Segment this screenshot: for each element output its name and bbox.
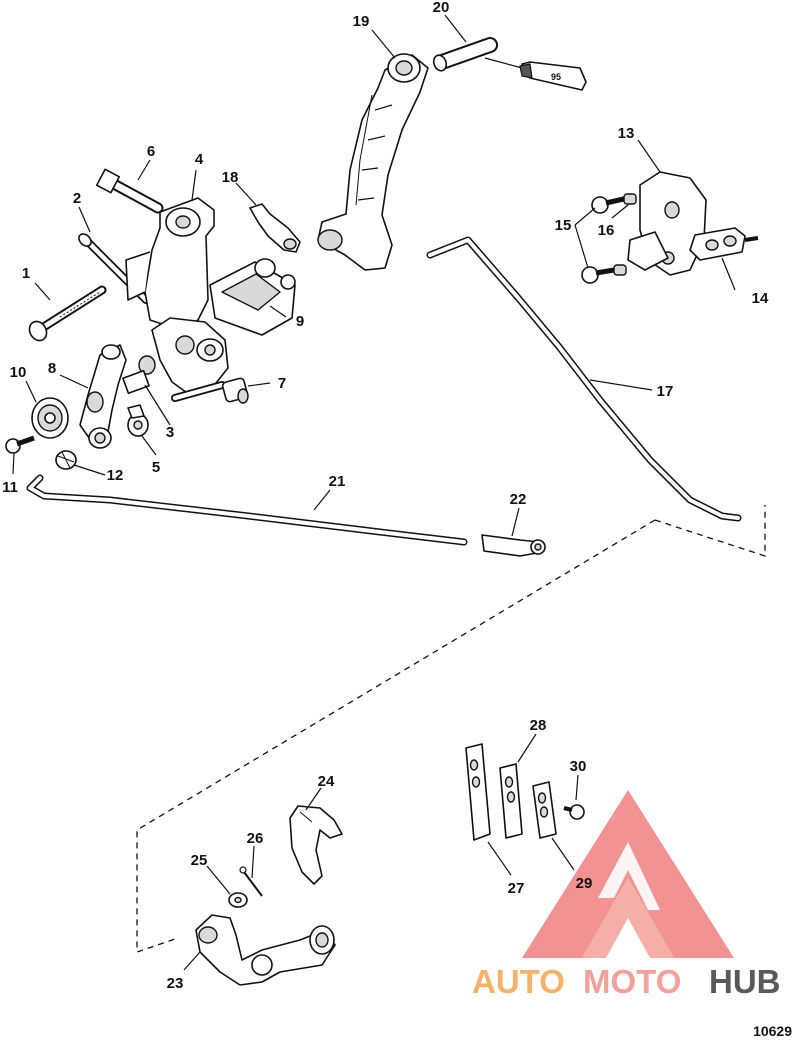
part-lever-8 — [79, 344, 127, 449]
callout-30: 30 — [570, 758, 587, 775]
part-screw-30 — [563, 804, 585, 820]
callout-11: 11 — [2, 479, 18, 496]
part-shim-28 — [499, 763, 523, 839]
part-nut-5 — [127, 404, 149, 437]
watermark-moto: MOTO — [583, 963, 681, 1000]
callout-20: 20 — [433, 0, 450, 16]
leader-lines — [12, 14, 736, 971]
callout-26: 26 — [247, 830, 264, 847]
callout-22: 22 — [510, 491, 527, 508]
callout-27: 27 — [508, 880, 525, 897]
dashed-connection-line-right — [654, 505, 766, 557]
callout-16: 16 — [598, 222, 615, 239]
part-pin-20 — [432, 37, 498, 72]
callout-28: 28 — [530, 717, 547, 734]
part-bolt-6 — [95, 168, 164, 214]
callout-12: 12 — [107, 467, 124, 484]
part-pin-7 — [171, 377, 249, 404]
part-clip-18 — [249, 203, 301, 253]
part-lever-23 — [195, 914, 336, 986]
watermark-hub: HUB — [709, 963, 781, 1000]
callout-9: 9 — [296, 313, 304, 330]
callout-29: 29 — [576, 875, 593, 892]
callout-10: 10 — [10, 364, 27, 381]
watermark-triangle-shape — [522, 790, 734, 958]
callout-23: 23 — [167, 975, 184, 992]
dashed-connection-line — [136, 519, 656, 953]
callout-6: 6 — [147, 143, 155, 160]
part-bushings-16 — [613, 193, 637, 276]
callout-7: 7 — [278, 375, 286, 392]
part-pin-26 — [239, 866, 263, 897]
figure-number: 10629 — [753, 1023, 792, 1039]
part-bushing-3 — [122, 355, 156, 395]
part-arm-19 — [317, 53, 429, 271]
part-rod-21 — [26, 474, 468, 546]
callout-4: 4 — [195, 151, 204, 168]
callout-5: 5 — [152, 459, 160, 476]
callout-21: 21 — [329, 473, 346, 490]
callout-14: 14 — [752, 290, 769, 307]
callout-3: 3 — [166, 424, 174, 441]
callout-8: 8 — [48, 360, 56, 377]
callout-13: 13 — [618, 125, 635, 142]
part-shim-29 — [532, 781, 557, 839]
part-bracket-24 — [289, 805, 343, 885]
part-housing-center — [151, 317, 229, 396]
callout-15: 15 — [555, 217, 572, 234]
part-link-14 — [689, 227, 759, 261]
part-connector-12 — [55, 450, 77, 470]
part-rod-17 — [426, 236, 742, 522]
sealant-tube: 95 — [484, 57, 587, 91]
part-screw-11 — [5, 435, 35, 454]
part-pulley-10 — [31, 397, 69, 439]
callout-labels: 1 2 3 4 5 6 7 8 9 10 11 12 13 14 15 16 1… — [2, 0, 769, 992]
watermark-logo — [522, 790, 734, 958]
callout-18: 18 — [222, 169, 239, 186]
sealant-label: 95 — [551, 72, 561, 82]
watermark-auto: AUTO — [472, 963, 565, 1000]
part-housing-13 — [627, 171, 707, 276]
watermark-text: AUTO MOTO HUB — [472, 963, 781, 1000]
part-bracket-4 — [125, 197, 215, 331]
callout-24: 24 — [318, 773, 335, 790]
callout-2: 2 — [73, 190, 81, 207]
part-washer-25 — [228, 892, 248, 908]
part-bolt-1 — [28, 285, 107, 342]
part-rod-end-22 — [481, 534, 546, 557]
part-clamp-9 — [209, 258, 296, 336]
callout-19: 19 — [353, 13, 370, 30]
part-shim-27 — [465, 743, 491, 841]
callout-17: 17 — [657, 383, 674, 400]
callout-1: 1 — [22, 265, 30, 282]
callout-25: 25 — [191, 852, 208, 869]
